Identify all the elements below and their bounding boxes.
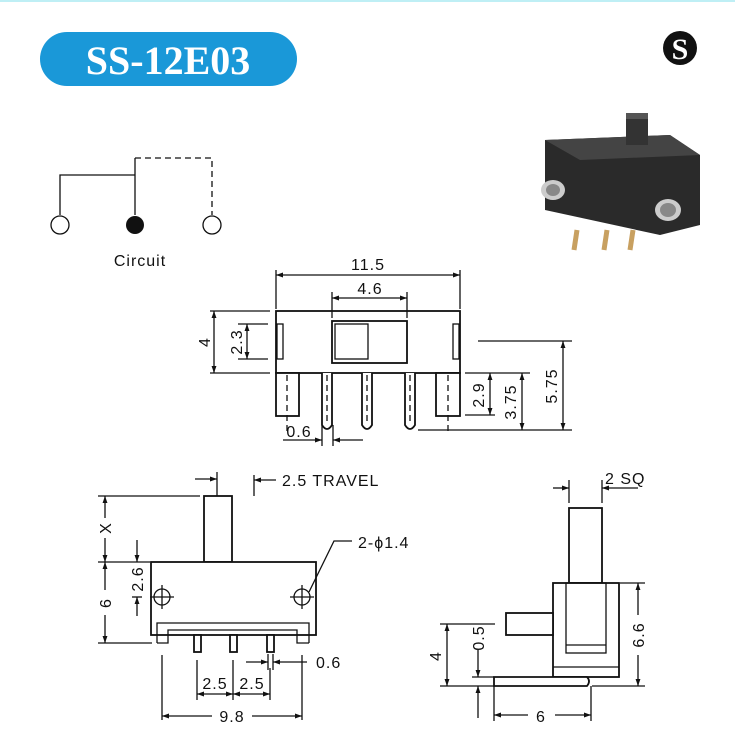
dim-mount-span: 9.8: [219, 709, 244, 726]
circuit-diagram: Circuit: [50, 157, 222, 270]
model-badge: SS-12E03: [40, 32, 297, 86]
dim-leg-length: 2.9: [471, 382, 488, 407]
top-border: [0, 0, 735, 2]
dim-travel: 2.5 TRAVEL: [282, 473, 379, 490]
dim-plate: 0.5: [471, 625, 488, 650]
dim-pin-length: 3.75: [503, 384, 520, 419]
dim-slider-window: 4.6: [357, 281, 382, 298]
dim-slot-height: 2.3: [229, 329, 246, 354]
side-view: 2 SQ 4 0.5 6.6 6: [428, 471, 648, 726]
dim-body-depth: 6: [98, 598, 115, 608]
dim-side-height: 4: [428, 651, 445, 661]
model-title: SS-12E03: [86, 38, 251, 83]
product-photo: [541, 113, 700, 251]
dim-base-width: 6: [536, 709, 546, 726]
dim-actuator-size: 2 SQ: [605, 471, 645, 488]
top-view: 2.5 TRAVEL X 6 2.6 2-ϕ1.4 2.5 2.5 9.8 0.…: [98, 472, 409, 726]
dim-side-body-height: 6.6: [631, 622, 648, 647]
dim-pin-width-2: 0.6: [316, 655, 341, 672]
dim-hole-offset: 2.6: [130, 566, 147, 591]
front-view: 11.5 4.6 4 2.3 2.9 3.75 5.75 0.6: [197, 257, 572, 446]
dim-width: 11.5: [351, 257, 385, 274]
dim-total-height: 5.75: [544, 368, 561, 403]
svg-text:S: S: [672, 33, 689, 66]
circuit-label: Circuit: [114, 253, 166, 270]
brand-logo-icon: S: [663, 31, 697, 66]
dim-body-height: 4: [197, 337, 214, 347]
dim-pitch-2: 2.5: [239, 676, 264, 693]
dim-pin-width: 0.6: [286, 424, 311, 441]
dim-actuator-x: X: [98, 522, 115, 534]
dim-pitch-1: 2.5: [202, 676, 227, 693]
dim-holes: 2-ϕ1.4: [358, 535, 409, 552]
